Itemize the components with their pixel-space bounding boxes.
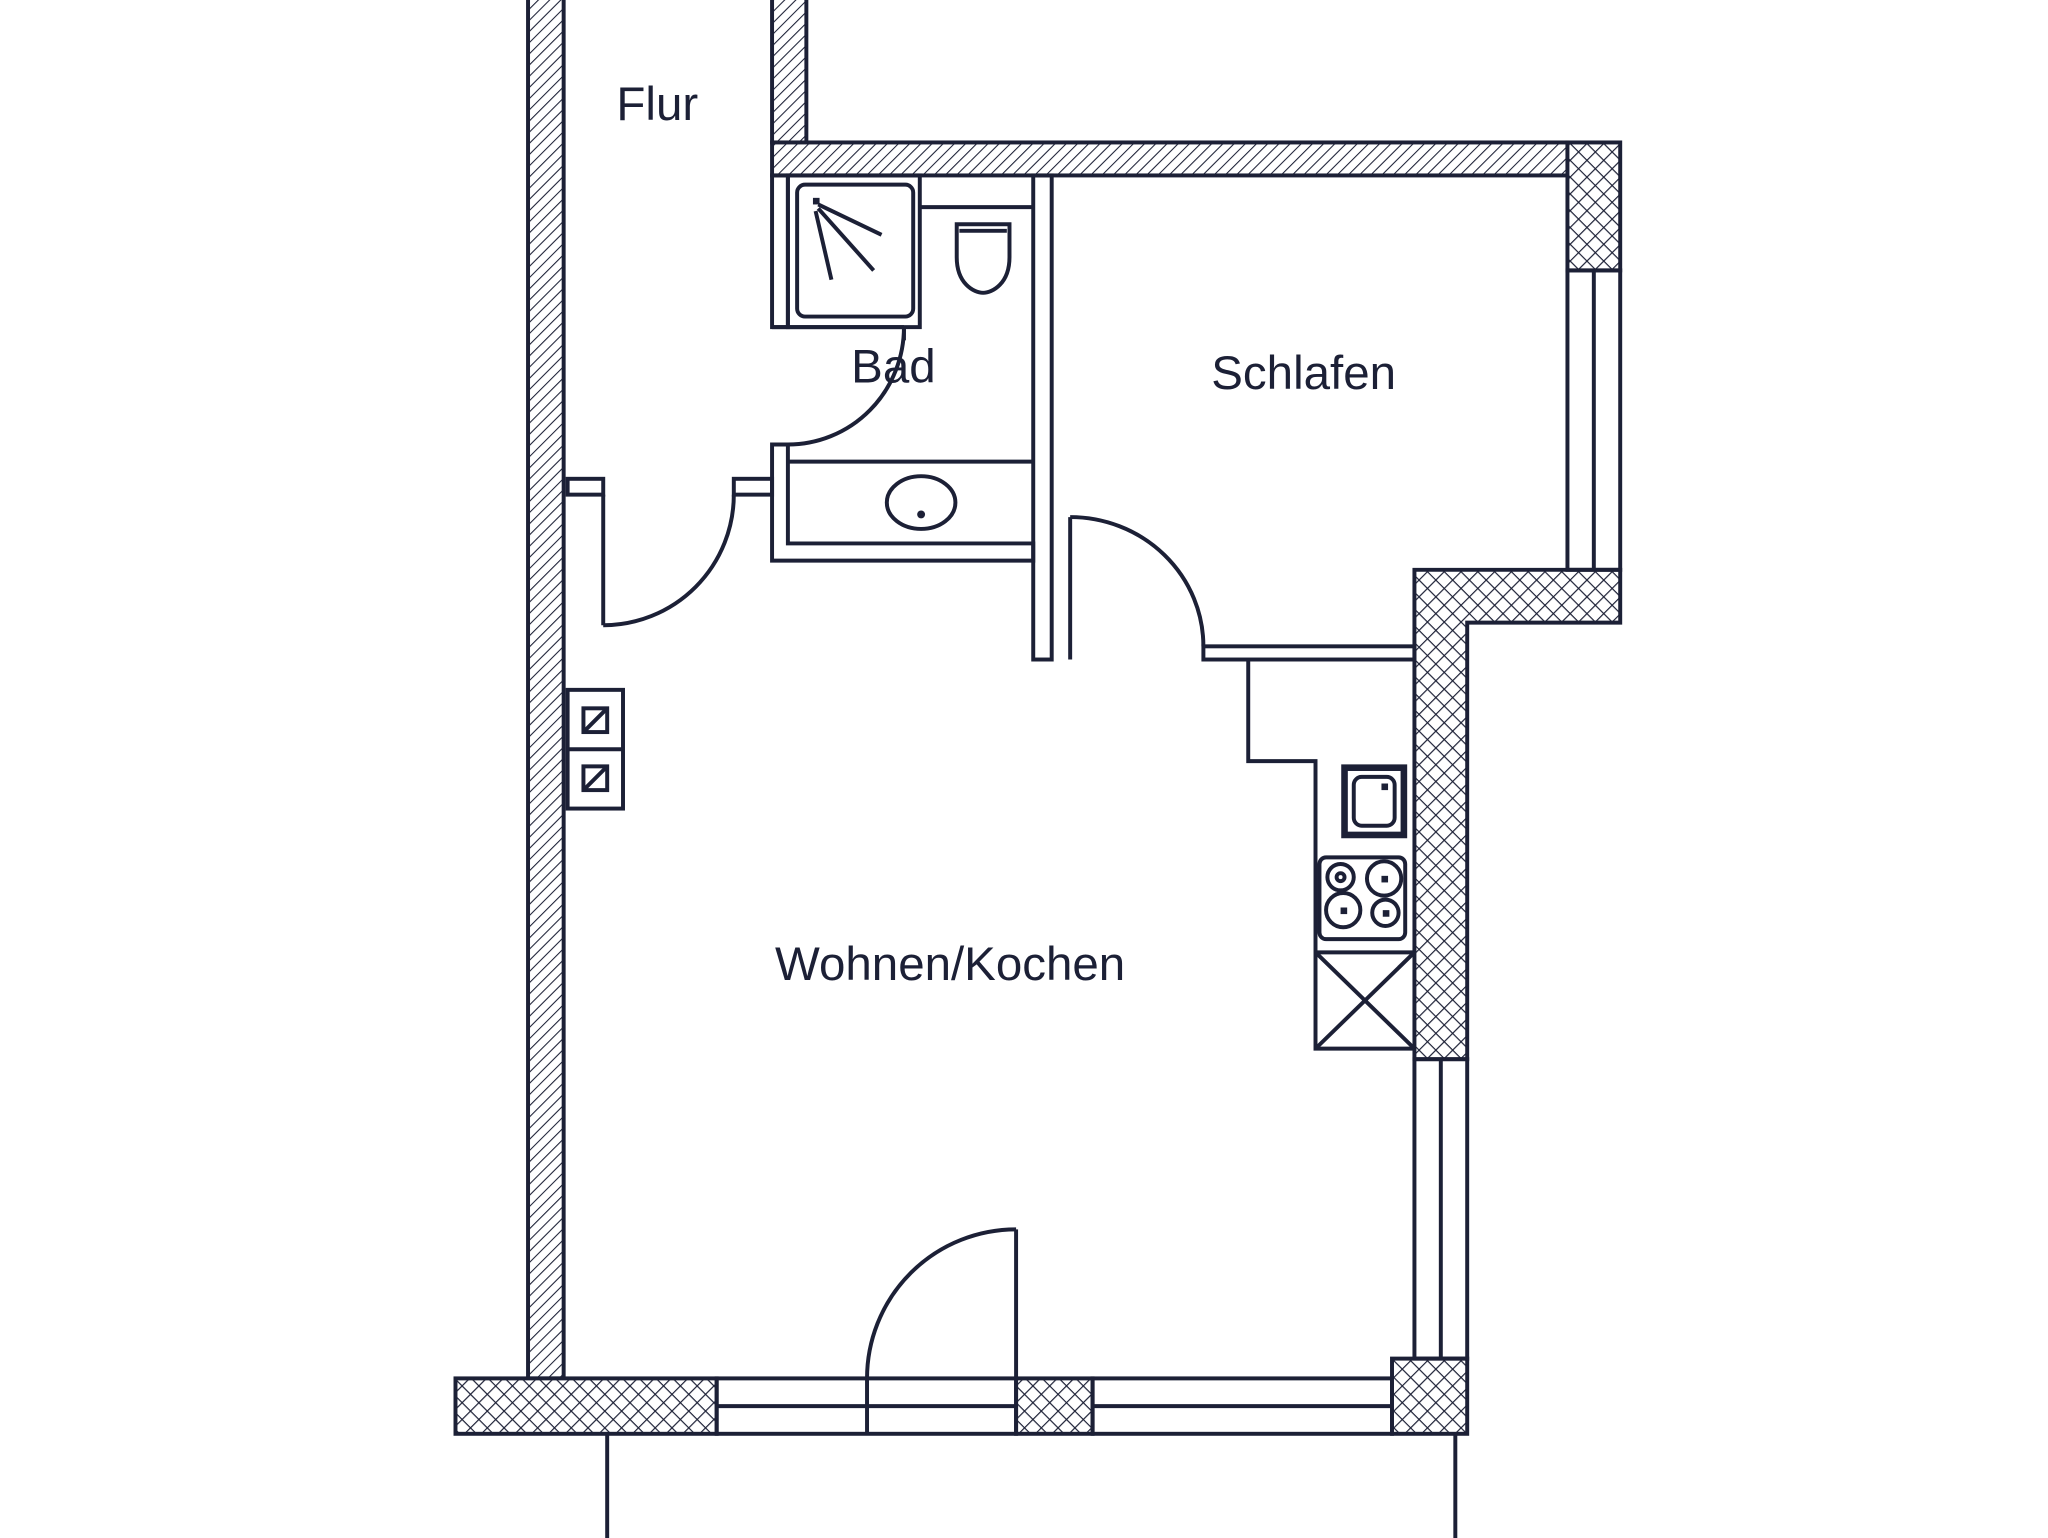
shower-icon [785, 173, 922, 330]
sink-icon [1341, 764, 1408, 839]
door-hallway [601, 494, 736, 628]
room-label-living-kitchen: Wohnen/Kochen [775, 938, 1125, 991]
washbasin-icon [884, 474, 958, 531]
kitchen-counter [1246, 659, 1416, 1051]
room-label-bedroom: Schlafen [1211, 347, 1396, 400]
door-bedroom [1068, 515, 1206, 660]
door-bathroom [787, 327, 906, 447]
stove-icon [1317, 855, 1408, 942]
appliance-icon [1314, 950, 1416, 1051]
exterior-walls [526, 0, 1570, 1381]
room-label-bathroom: Bad [851, 341, 935, 394]
window-kitchen [1412, 1057, 1470, 1361]
window-bedroom [1565, 268, 1623, 572]
doors [601, 327, 1206, 1434]
room-label-hallway: Flur [616, 78, 698, 131]
load-bearing-walls [453, 140, 1623, 1436]
chimney-shafts [565, 687, 625, 811]
toilet-icon [919, 205, 1034, 295]
window-living-right [1090, 1376, 1394, 1436]
door-entrance [865, 1227, 1019, 1434]
